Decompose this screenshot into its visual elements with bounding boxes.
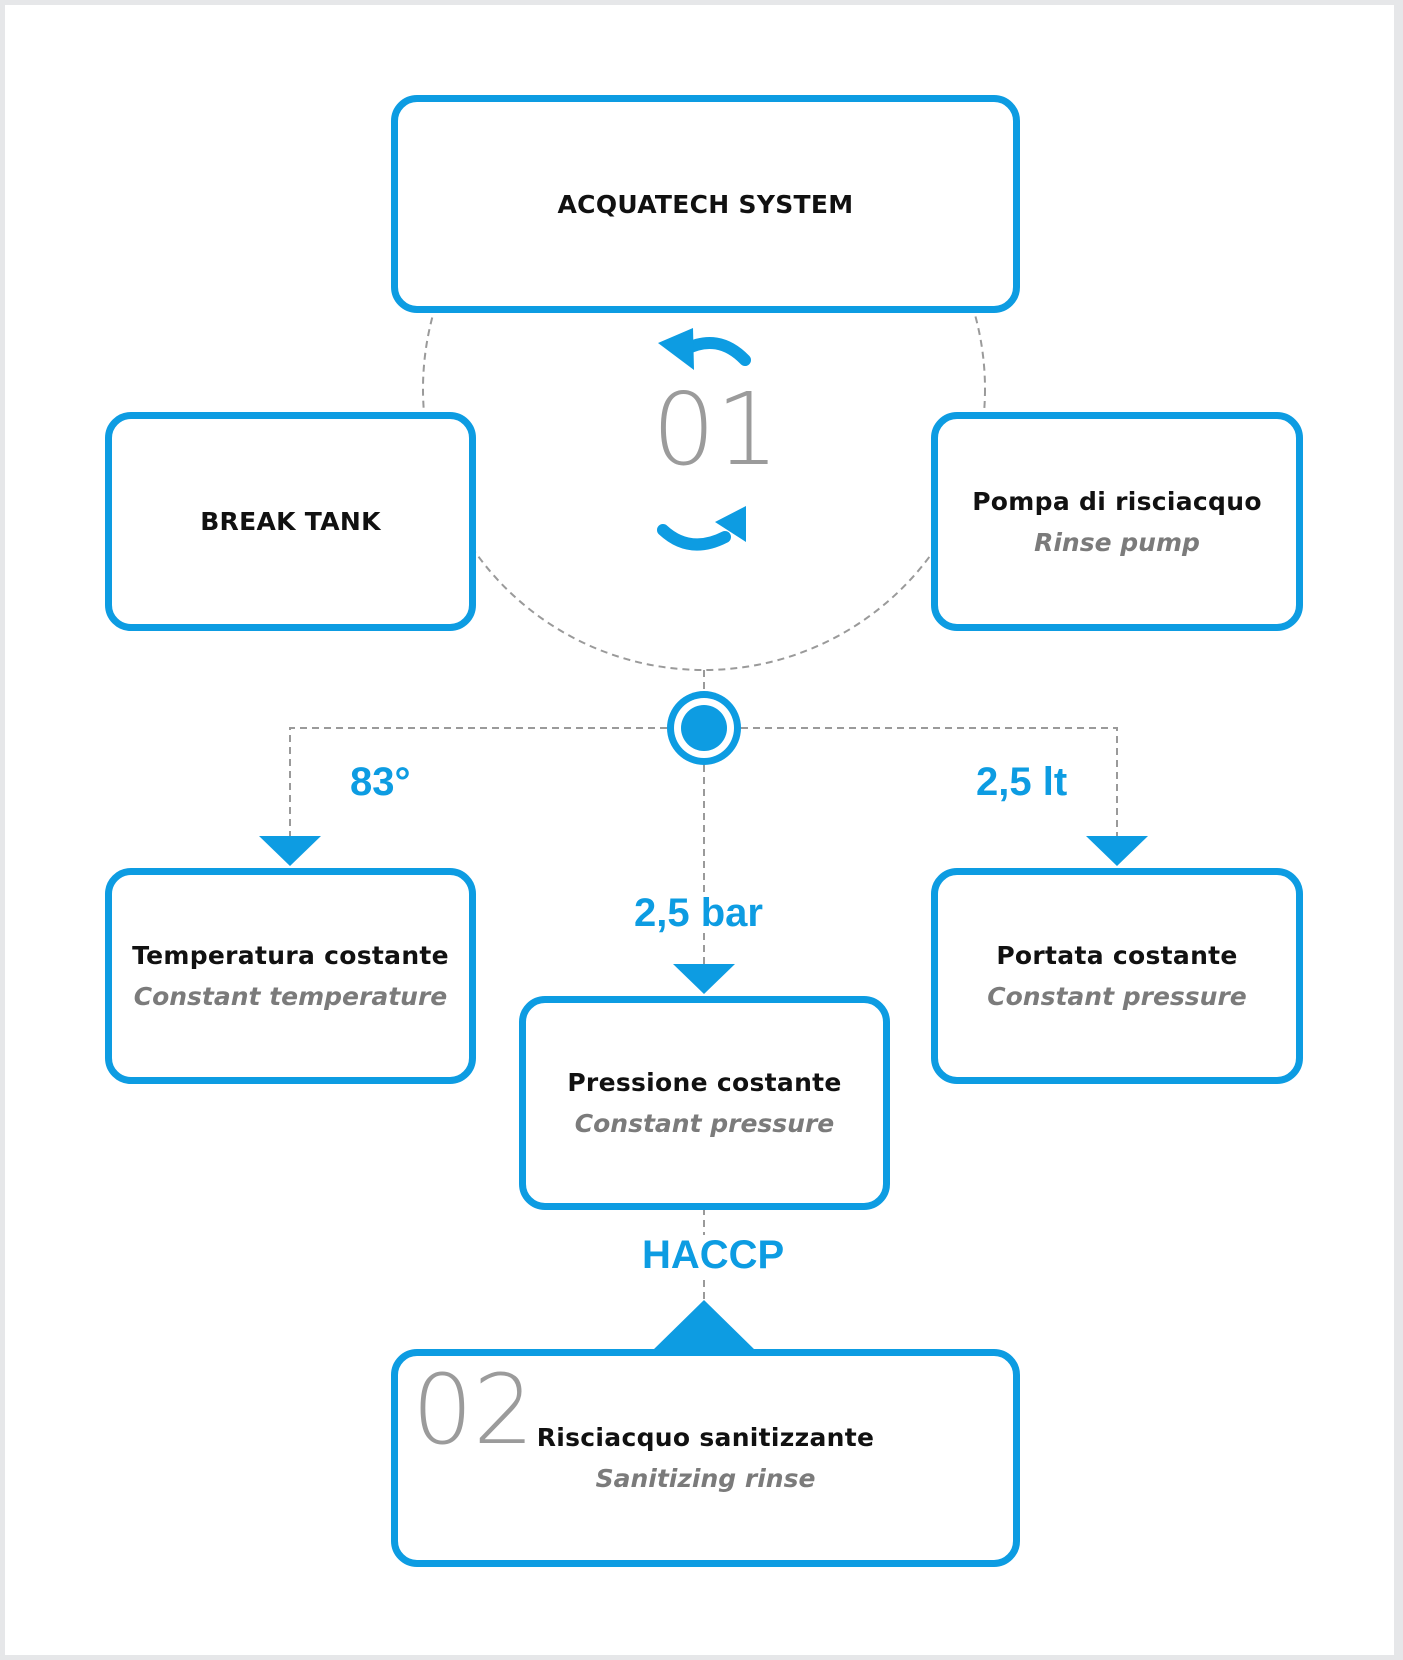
cycle-step-number: 01 <box>652 371 780 488</box>
flow-sublabel: Constant pressure <box>987 982 1247 1011</box>
pressure-sublabel: Constant pressure <box>574 1109 835 1138</box>
connector-node-to-flow <box>741 727 1118 838</box>
rotate-clockwise-arrow-icon <box>657 506 746 551</box>
acquatech-system-label: ACQUATECH SYSTEM <box>557 189 854 219</box>
rotate-counterclockwise-arrow-icon <box>658 328 751 370</box>
temperature-label: Temperatura costante <box>132 941 449 970</box>
flow-box: Portata costante Constant pressure <box>931 868 1303 1084</box>
temperature-box: Temperatura costante Constant temperatur… <box>105 868 476 1084</box>
rinse-pump-box: Pompa di risciacquo Rinse pump <box>931 412 1303 631</box>
pressure-value: 2,5 bar <box>634 891 763 935</box>
pressure-label: Pressione costante <box>567 1068 842 1097</box>
sanitizing-rinse-label: Risciacquo sanitizzante <box>536 1423 875 1452</box>
break-tank-label: BREAK TANK <box>200 507 381 536</box>
up-triangle-icon <box>651 1300 757 1352</box>
sanitizing-rinse-sublabel: Sanitizing rinse <box>595 1464 816 1493</box>
sanitizing-step-number: 02 <box>412 1354 535 1466</box>
break-tank-box: BREAK TANK <box>105 412 476 631</box>
target-node-icon <box>667 691 741 765</box>
rinse-pump-sublabel: Rinse pump <box>1034 527 1200 557</box>
pressure-box: Pressione costante Constant pressure <box>519 996 890 1210</box>
rinse-pump-label: Pompa di risciacquo <box>972 486 1262 516</box>
flow-label: Portata costante <box>996 941 1238 970</box>
down-triangle-icon <box>673 964 735 994</box>
temperature-value: 83° <box>350 760 411 804</box>
flow-value: 2,5 lt <box>976 760 1068 804</box>
down-triangle-icon <box>1086 836 1148 866</box>
acquatech-system-box: ACQUATECH SYSTEM <box>391 95 1020 313</box>
down-triangle-icon <box>259 836 321 866</box>
sanitizing-rinse-box: Risciacquo sanitizzante Sanitizing rinse <box>391 1349 1020 1567</box>
haccp-label: HACCP <box>642 1233 785 1277</box>
temperature-sublabel: Constant temperature <box>133 982 448 1011</box>
connector-node-to-temperature <box>289 727 667 838</box>
